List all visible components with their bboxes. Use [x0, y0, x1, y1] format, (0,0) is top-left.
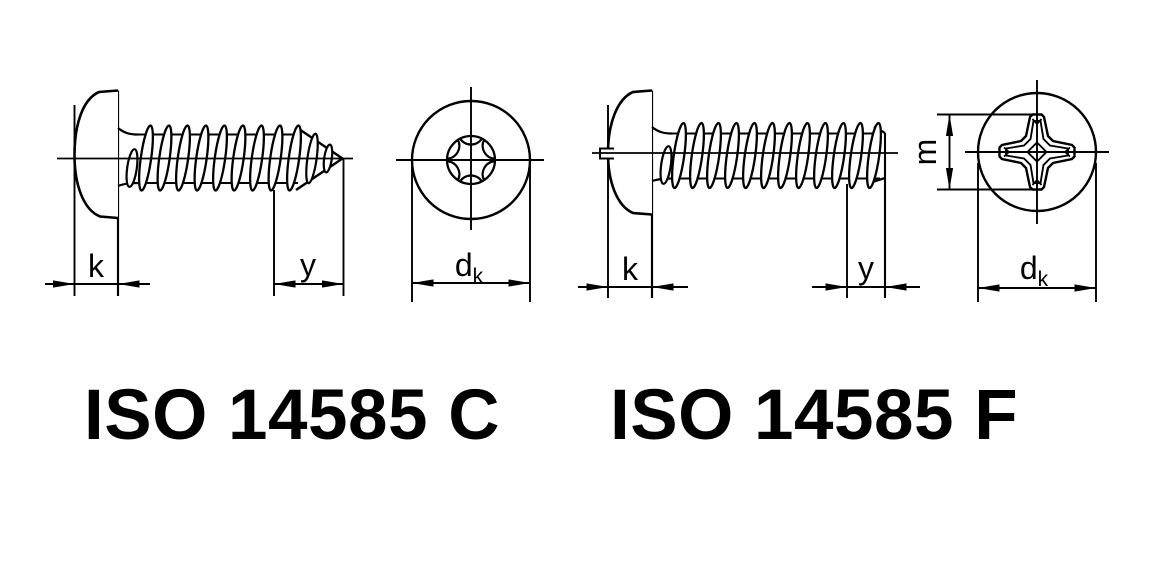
- dimension-y-left: y: [274, 247, 344, 288]
- left-standard-label: ISO 14585 C: [84, 376, 500, 455]
- dimension-k-right: k: [578, 251, 688, 291]
- left-screw-side-view: [57, 89, 353, 296]
- arrowhead-icon: [508, 279, 530, 287]
- arrowhead-icon: [945, 168, 954, 190]
- phillips-recess-icon: [998, 113, 1076, 191]
- right-standard-label: ISO 14585 F: [610, 376, 1018, 455]
- dim-label-dk-left: dk: [455, 247, 484, 288]
- arrowhead-icon: [825, 283, 847, 291]
- dim-label-y-right: y: [858, 250, 874, 286]
- left-screw-head: [73, 89, 119, 220]
- arrowhead-icon: [945, 114, 954, 136]
- right-screw-threads: [659, 121, 885, 190]
- crosshair-lines: [396, 87, 544, 230]
- left-screw-head-view: [396, 87, 544, 230]
- arrowhead-icon: [322, 280, 344, 288]
- dimension-dk-left: dk: [411, 166, 531, 302]
- dim-label-y-left: y: [300, 247, 316, 283]
- right-screw-side-view: [592, 89, 898, 298]
- dimension-k-left: k: [45, 248, 150, 288]
- dimension-y-right: y: [812, 250, 920, 291]
- dimension-m: m: [907, 113, 1041, 191]
- arrowhead-icon: [978, 284, 1000, 292]
- crosshair-lines: [965, 80, 1109, 224]
- arrowhead-icon: [652, 283, 674, 291]
- arrowhead-icon: [118, 280, 140, 288]
- dim-label-k-right: k: [622, 251, 639, 287]
- arrowhead-icon: [885, 283, 907, 291]
- dimension-dk-right: dk: [977, 163, 1097, 302]
- arrowhead-icon: [412, 279, 434, 287]
- right-screw-head-view: [965, 80, 1109, 224]
- dim-label-k-left: k: [88, 248, 105, 284]
- dim-label-dk-right: dk: [1020, 250, 1049, 291]
- dim-label-m: m: [907, 139, 943, 166]
- torx-recess-icon: [445, 134, 497, 186]
- arrowhead-icon: [1074, 284, 1096, 292]
- arrowhead-icon: [53, 280, 75, 288]
- arrowhead-icon: [586, 283, 608, 291]
- arrowhead-icon: [274, 280, 296, 288]
